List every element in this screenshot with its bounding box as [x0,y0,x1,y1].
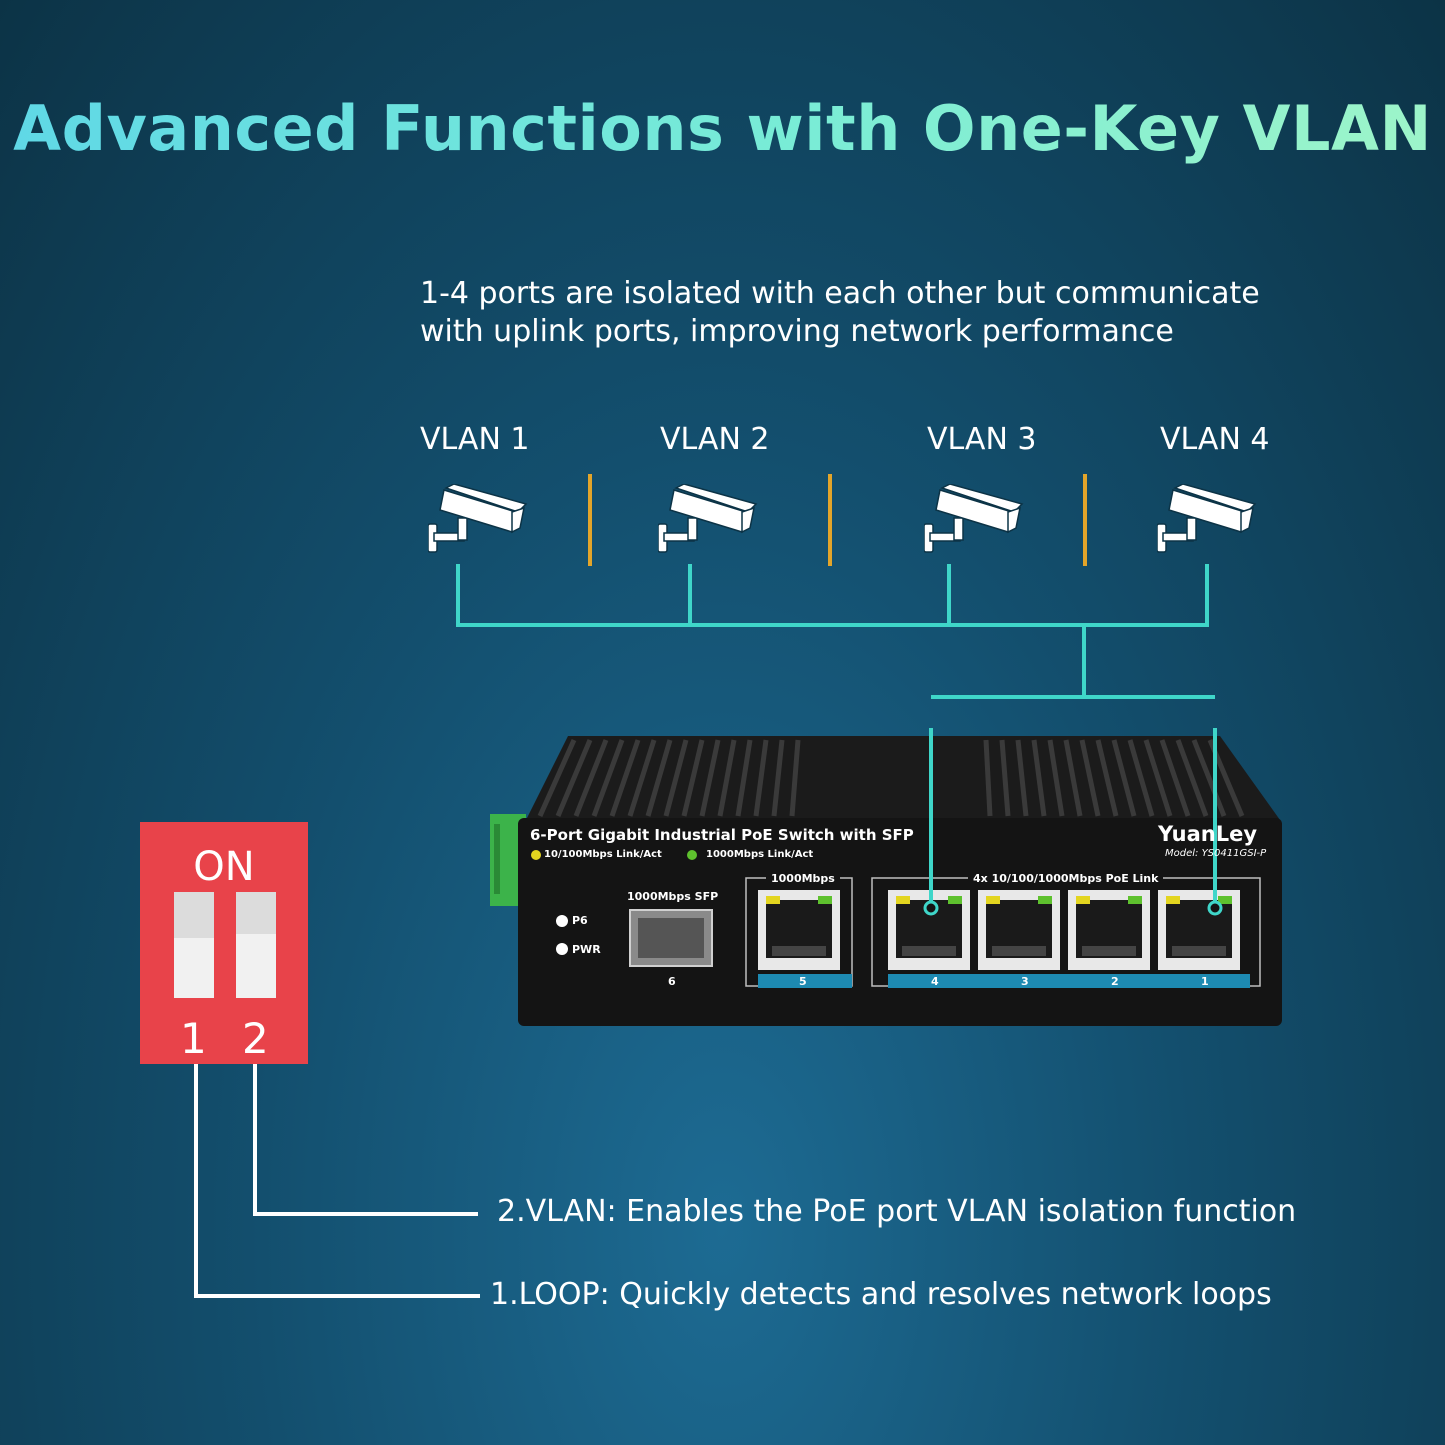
poe-port-number: 2 [1111,975,1119,988]
dip-toggle-1[interactable] [174,892,214,998]
security-camera-icon [924,484,1024,553]
vlan-4-label: VLAN 4 [1160,422,1270,457]
vlan-3-label: VLAN 3 [927,422,1037,457]
vlan-separator [828,474,832,566]
description-line-1: 1-4 ports are isolated with each other b… [420,276,1260,311]
uplink-port-number: 5 [799,975,807,988]
description-line-2: with uplink ports, improving network per… [420,314,1174,349]
legend-yellow-label: 10/100Mbps Link/Act [544,849,662,860]
dip-number-2: 2 [242,1014,269,1063]
led-p6-label: P6 [572,914,588,927]
led-pwr-label: PWR [572,943,601,956]
switch-model: Model: YS0411GSI-P [1165,848,1267,859]
sfp-label: 1000Mbps SFP [627,890,719,903]
vlan-separator [1083,474,1087,566]
dip-on-label: ON [193,844,255,890]
poe-port-number: 4 [931,975,939,988]
vlan-2-label: VLAN 2 [660,422,770,457]
legend-green-label: 1000Mbps Link/Act [706,849,814,860]
vlan-1-label: VLAN 1 [420,422,530,457]
dip-toggle-2[interactable] [236,892,276,998]
security-camera-icon [658,484,758,553]
security-camera-icon [1157,484,1257,553]
switch-product-title: 6-Port Gigabit Industrial PoE Switch wit… [530,826,914,844]
switch-brand-logo: YuanLey [1158,822,1258,846]
poe-port-number: 3 [1021,975,1029,988]
poe-switch-device [490,728,1282,1026]
uplink-label: 1000Mbps [766,872,840,885]
security-camera-icon [428,484,528,553]
dip-switch: ON [140,822,308,1064]
sfp-port-number: 6 [668,975,676,988]
poe-group-label: 4x 10/100/1000Mbps PoE Link [968,872,1164,885]
poe-port-number: 1 [1201,975,1209,988]
vlan-function-note: 2.VLAN: Enables the PoE port VLAN isolat… [497,1194,1297,1229]
loop-function-note: 1.LOOP: Quickly detects and resolves net… [490,1277,1272,1312]
vlan-separator [588,474,592,566]
page-title: Advanced Functions with One-Key VLAN [0,92,1445,165]
dip-number-1: 1 [180,1014,207,1063]
